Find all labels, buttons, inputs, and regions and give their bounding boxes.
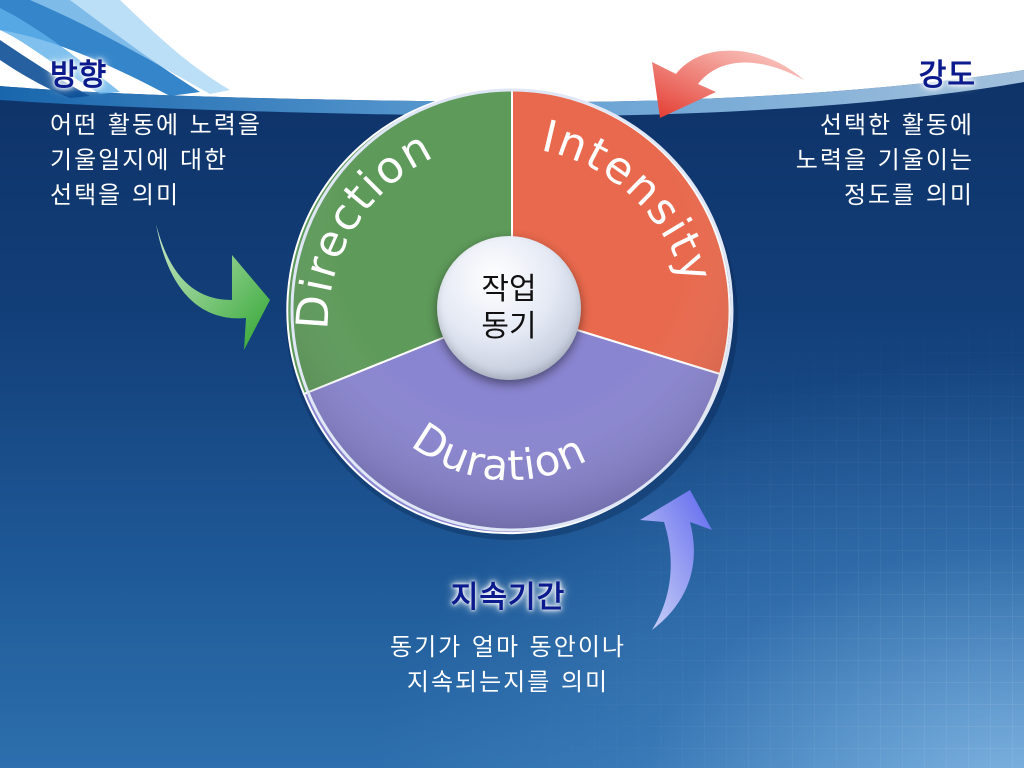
- red-curved-arrow: [652, 50, 804, 118]
- desc-intensity-line: 선택한 활동에: [819, 111, 974, 139]
- top-wave-decoration: [0, 0, 1024, 117]
- desc-intensity-line: 정도를 의미: [843, 180, 974, 209]
- desc-direction: 어떤 활동에 노력을 기울일지에 대한 선택을 의미: [50, 108, 262, 212]
- desc-intensity-line: 노력을 기울이는: [795, 145, 974, 174]
- desc-direction-line: 어떤 활동에 노력을: [50, 111, 262, 139]
- green-curved-arrow: [156, 224, 270, 350]
- center-hub: 작업 동기: [437, 236, 581, 380]
- heading-intensity: 강도: [918, 58, 976, 93]
- desc-duration: 동기가 얼마 동안이나 지속되는지를 의미: [0, 630, 1016, 700]
- desc-direction-line: 기울일지에 대한: [50, 145, 229, 174]
- desc-duration-line: 지속되는지를 의미: [406, 667, 610, 696]
- blue-curved-arrow: [640, 490, 712, 630]
- heading-direction: 방향: [50, 58, 108, 93]
- heading-duration: 지속기간: [450, 580, 566, 615]
- center-label-line2: 동기: [481, 309, 537, 344]
- desc-intensity: 선택한 활동에 노력을 기울이는 정도를 의미: [796, 108, 974, 212]
- center-label-line1: 작업: [481, 271, 537, 307]
- desc-duration-line: 동기가 얼마 동안이나: [390, 633, 626, 661]
- desc-direction-line: 선택을 의미: [50, 180, 181, 209]
